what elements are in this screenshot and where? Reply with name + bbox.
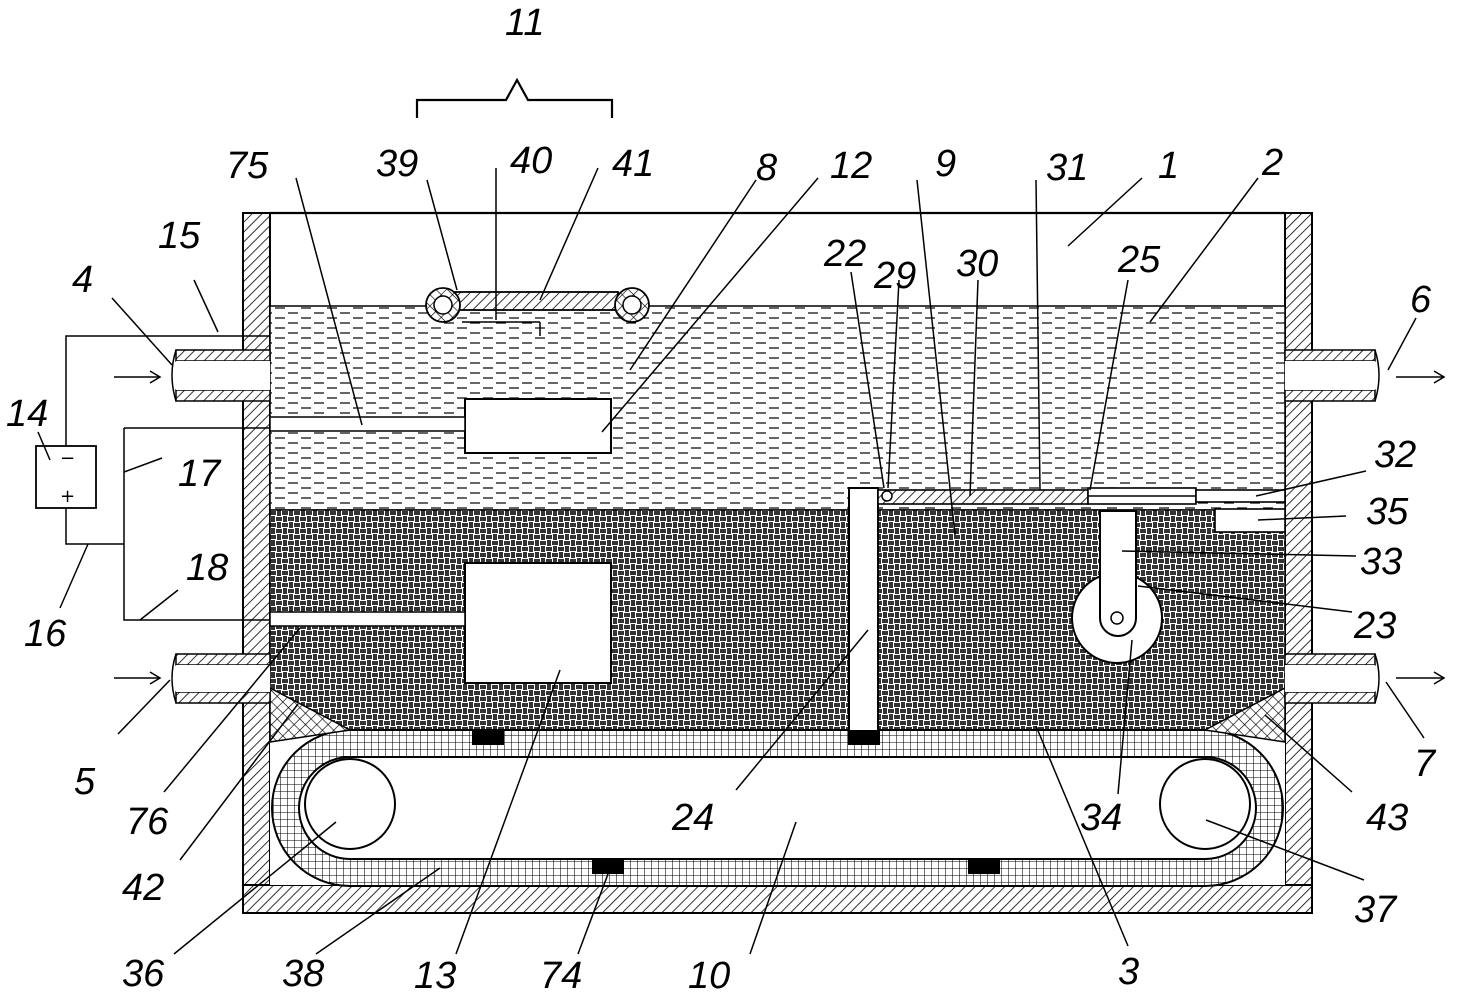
label-43: 43 <box>1366 797 1408 839</box>
svg-text:−: − <box>60 448 75 469</box>
svg-text:+: + <box>60 486 75 507</box>
belt-conveyor <box>271 729 1284 887</box>
label-29: 29 <box>873 255 916 297</box>
hinge-29 <box>881 490 893 502</box>
flow-arrows <box>114 370 1446 685</box>
label-39: 39 <box>376 143 418 185</box>
label-24: 24 <box>671 797 714 839</box>
label-25: 25 <box>1117 239 1161 281</box>
left-roller <box>304 758 396 850</box>
label-32: 32 <box>1374 434 1416 476</box>
wheel-assembly <box>1071 510 1163 664</box>
label-22: 22 <box>823 233 866 275</box>
label-8: 8 <box>756 147 777 189</box>
electrodes <box>269 398 612 684</box>
label-1: 1 <box>1158 145 1179 187</box>
label-10: 10 <box>688 955 730 997</box>
left-fillet <box>269 686 353 743</box>
right-fillet <box>1202 686 1286 743</box>
label-40: 40 <box>510 140 552 182</box>
label-15: 15 <box>158 215 201 257</box>
power-circuit: − + <box>35 335 270 621</box>
plate-24 <box>848 487 879 732</box>
label-31: 31 <box>1046 147 1088 189</box>
separator-and-rail <box>848 487 1286 732</box>
label-36: 36 <box>122 953 165 995</box>
label-7: 7 <box>1414 743 1437 785</box>
label-6: 6 <box>1410 279 1432 321</box>
label-2: 2 <box>1261 142 1283 184</box>
electrode-13 <box>464 562 612 684</box>
label-11: 11 <box>505 2 544 44</box>
label-41: 41 <box>612 143 654 185</box>
label-5: 5 <box>74 761 96 803</box>
label-3: 3 <box>1118 951 1139 993</box>
label-14: 14 <box>6 393 48 435</box>
label-4: 4 <box>72 259 93 301</box>
label-12: 12 <box>830 145 872 187</box>
upper-liquid <box>269 305 1286 511</box>
electrode-12 <box>464 398 612 454</box>
label-76: 76 <box>126 801 169 843</box>
label-38: 38 <box>282 953 324 995</box>
label-35: 35 <box>1366 491 1409 533</box>
label-16: 16 <box>24 613 67 655</box>
label-9: 9 <box>935 143 956 185</box>
floater-11 <box>415 77 650 336</box>
label-37: 37 <box>1354 889 1398 931</box>
right-roller <box>1159 758 1251 850</box>
number-labels: 11 39 40 41 75 8 12 9 31 1 2 15 4 22 29 … <box>6 2 1437 997</box>
pipes <box>171 349 1380 704</box>
black-blocks <box>472 731 1000 874</box>
label-74: 74 <box>540 955 582 997</box>
label-33: 33 <box>1360 541 1402 583</box>
label-17: 17 <box>178 453 222 495</box>
label-75: 75 <box>226 145 269 187</box>
label-34: 34 <box>1080 797 1122 839</box>
label-13: 13 <box>414 955 456 997</box>
label-42: 42 <box>122 867 164 909</box>
label-30: 30 <box>956 243 998 285</box>
leader-lines <box>37 167 1425 955</box>
label-18: 18 <box>186 547 228 589</box>
label-23: 23 <box>1353 605 1396 647</box>
